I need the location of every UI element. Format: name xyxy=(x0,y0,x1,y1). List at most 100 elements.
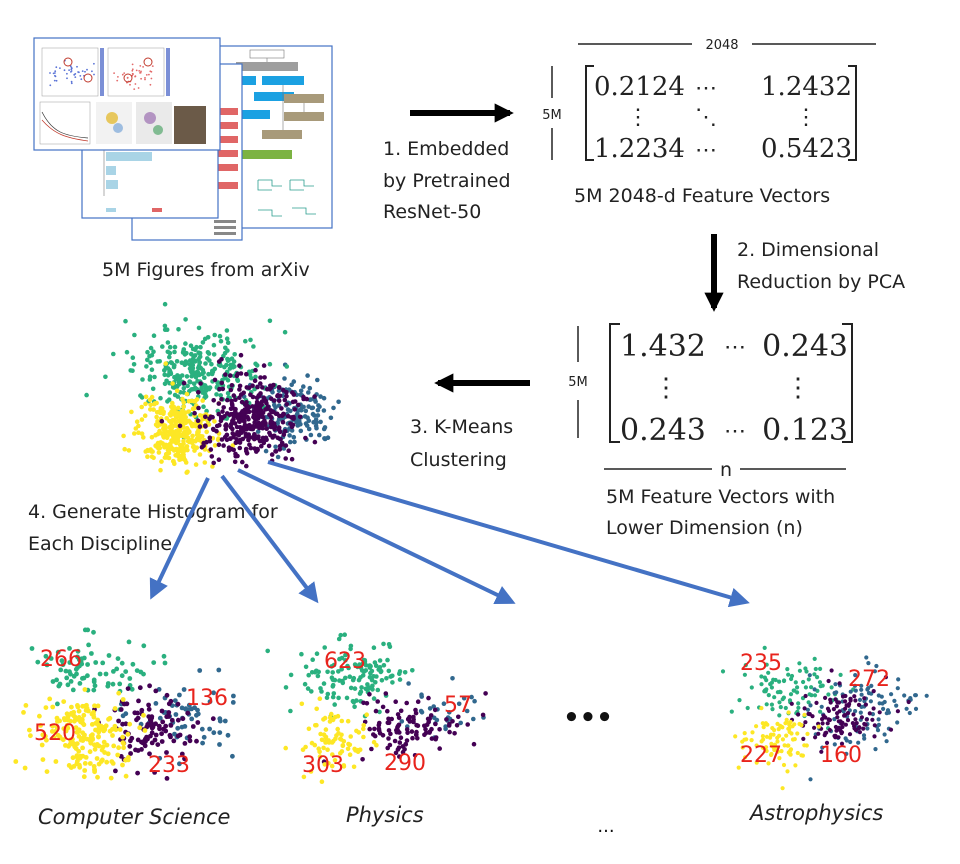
scatter-point xyxy=(49,729,55,734)
scatter-point xyxy=(298,406,304,412)
scatter-point xyxy=(187,358,193,363)
scatter-point xyxy=(344,695,350,701)
scatter-point xyxy=(853,698,858,703)
scatter-point xyxy=(812,693,818,698)
scatter-point xyxy=(162,301,168,307)
scatter-point xyxy=(373,663,379,668)
scatter-point xyxy=(419,692,424,697)
scatter-point xyxy=(322,436,328,441)
scatter-point xyxy=(851,712,856,717)
scatter-point xyxy=(339,718,345,724)
scatter-point xyxy=(760,745,766,750)
scatter-point xyxy=(465,722,471,727)
scatter-point xyxy=(775,739,780,744)
physics-count-purple: 290 xyxy=(384,751,426,776)
scatter-point xyxy=(803,693,808,699)
scatter-point xyxy=(167,431,172,437)
scatter-point xyxy=(95,774,100,780)
scatter-point xyxy=(437,727,442,732)
scatter-point xyxy=(28,733,33,739)
scatter-point xyxy=(290,399,296,405)
scatter-point xyxy=(825,706,831,711)
scatter-point xyxy=(908,696,913,701)
scatter-point xyxy=(167,369,172,375)
matrix2-width-label: n xyxy=(720,459,732,481)
scatter-point xyxy=(93,660,99,665)
scatter-point xyxy=(763,721,769,726)
scatter-point xyxy=(136,430,141,436)
scatter-point xyxy=(268,396,274,402)
scatter-point xyxy=(113,72,115,74)
scatter-point xyxy=(297,414,303,420)
scatter-point xyxy=(913,706,919,712)
scatter-point xyxy=(172,408,177,413)
scatter-point xyxy=(361,669,367,674)
scatter-point xyxy=(289,424,295,430)
scatter-point xyxy=(317,754,323,759)
scatter-point xyxy=(252,378,258,384)
scatter-point xyxy=(155,419,160,424)
scatter-point xyxy=(802,712,807,717)
scatter-point xyxy=(61,699,67,704)
scatter-point xyxy=(172,698,178,703)
scatter-point xyxy=(770,726,775,731)
scatter-point xyxy=(854,721,859,726)
scatter-point xyxy=(139,747,144,752)
scatter-point xyxy=(223,427,229,432)
scatter-point xyxy=(869,683,874,689)
scatter-point xyxy=(172,349,177,355)
scatter-point xyxy=(754,760,759,765)
scatter-point xyxy=(121,73,124,76)
matrix1-right-vdots: ⋮ xyxy=(795,105,817,130)
scatter-point xyxy=(368,663,373,669)
scatter-point xyxy=(194,738,199,744)
scatter-point xyxy=(306,418,312,424)
scatter-point xyxy=(446,723,452,728)
scatter-point xyxy=(797,721,802,727)
scatter-point xyxy=(72,718,77,724)
scatter-point xyxy=(284,402,290,407)
scatter-point xyxy=(185,383,190,389)
scatter-point xyxy=(343,675,348,681)
scatter-point xyxy=(447,710,452,715)
scatter-point xyxy=(244,371,249,377)
scatter-point xyxy=(766,670,771,675)
matrix1-ddots: ⋱ xyxy=(695,105,717,130)
scatter-point xyxy=(140,77,143,80)
scatter-point xyxy=(176,418,181,424)
scatter-point xyxy=(894,703,899,708)
step3-line1: 3. K-Means xyxy=(410,416,513,438)
scatter-point xyxy=(195,707,200,713)
scatter-point xyxy=(143,401,148,407)
scatter-point xyxy=(306,404,312,409)
scatter-point xyxy=(182,756,187,762)
scatter-point xyxy=(273,444,278,450)
scatter-point xyxy=(846,703,851,708)
scatter-point xyxy=(396,715,402,721)
scatter-point xyxy=(157,715,163,721)
scatter-point xyxy=(192,353,198,358)
scatter-point xyxy=(850,721,856,726)
scatter-point xyxy=(764,734,770,739)
scatter-point xyxy=(384,676,389,681)
scatter-point xyxy=(210,414,215,420)
scatter-point xyxy=(70,82,73,85)
scatter-point xyxy=(861,726,866,731)
scatter-point xyxy=(836,700,842,705)
scatter-point xyxy=(195,720,201,725)
scatter-point xyxy=(210,464,215,469)
scatter-point xyxy=(808,703,813,708)
scatter-point xyxy=(769,751,774,757)
matrix2-right-vdots: ⋮ xyxy=(785,373,811,403)
scatter-point xyxy=(393,699,399,704)
scatter-point xyxy=(371,696,377,701)
scatter-point xyxy=(81,70,84,72)
scatter-point xyxy=(177,761,182,767)
scatter-point xyxy=(222,414,227,419)
scatter-point xyxy=(302,681,308,687)
scatter-point xyxy=(201,734,207,740)
scatter-point xyxy=(796,701,801,706)
scatter-point xyxy=(83,708,89,713)
scatter-point xyxy=(306,426,312,432)
